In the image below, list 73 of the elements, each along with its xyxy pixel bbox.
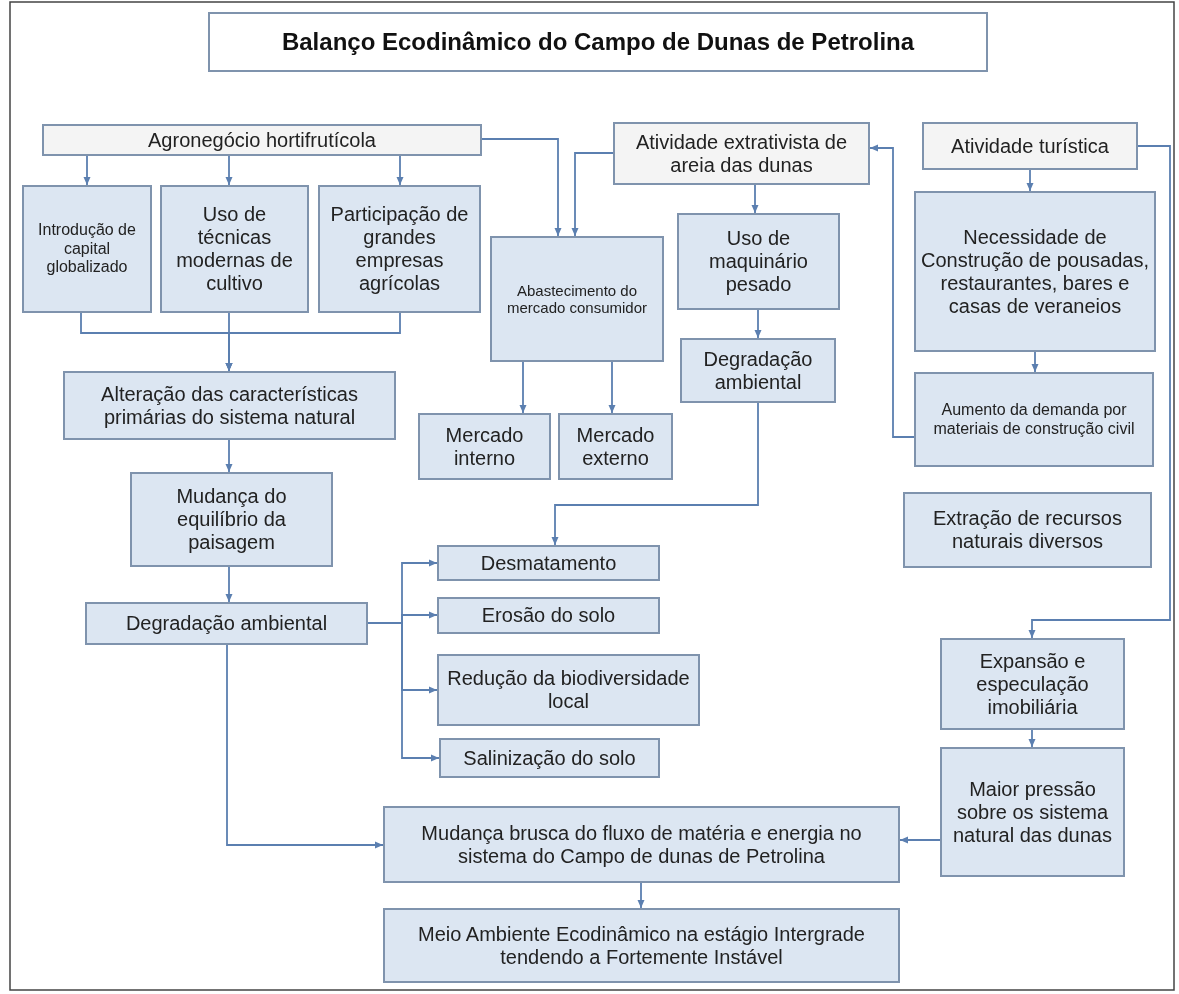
box-text: Agronegócio hortifrutícola	[148, 128, 376, 152]
box-text: Participação de grandes empresas agrícolas	[329, 203, 470, 295]
box-text: Alteração das características primárias do sistema natural	[100, 382, 359, 429]
box-text: Mudança brusca do fluxo de matéria e energia no sistema do Campo de dunas de Petrolina	[420, 821, 863, 868]
box-text: Atividade turística	[951, 134, 1109, 158]
process-box	[940, 747, 1125, 877]
box-text: Mudança do equilíbrio da paisagem	[175, 485, 288, 554]
arrow	[1028, 145, 1171, 639]
process-box	[85, 602, 368, 645]
arrow	[869, 144, 915, 438]
box-text: Uso de técnicas modernas de cultivo	[175, 203, 294, 295]
box-text: Desmatamento	[480, 551, 617, 575]
box-text: Atividade extrativista de areia das dunas	[634, 130, 849, 177]
box-text: Meio Ambiente Ecodinâmico na estágio Intergrade tendendo a Fortemente Instável	[417, 922, 866, 969]
process-box	[914, 191, 1156, 352]
box-text: Mercado interno	[444, 423, 525, 470]
box-text: Extração de recursos naturais diversos	[932, 507, 1123, 553]
box-text: Redução da biodiversidade local	[446, 667, 691, 713]
process-box	[130, 472, 333, 567]
box-text: Maior pressão sobre os sistema natural das dunas	[952, 777, 1113, 847]
arrow	[1028, 729, 1036, 748]
arrow	[899, 836, 941, 844]
process-box	[613, 122, 870, 185]
process-box	[63, 371, 396, 440]
box-text: Mercado externo	[575, 423, 656, 470]
process-box	[940, 638, 1125, 730]
process-box	[418, 413, 551, 480]
box-text: Necessidade de Construção de pousadas, restaurantes, bares e casas de veraneios	[920, 225, 1150, 318]
arrow	[1026, 169, 1034, 192]
arrow	[83, 155, 91, 186]
arrow	[608, 361, 616, 414]
process-box	[437, 545, 660, 581]
process-box	[680, 338, 836, 403]
box-text: Expansão e especulação imobiliária	[975, 649, 1090, 719]
process-box	[42, 124, 482, 156]
arrow	[396, 155, 404, 186]
process-box	[437, 654, 700, 726]
process-box	[558, 413, 673, 480]
process-box	[439, 738, 660, 778]
arrow	[1031, 351, 1039, 373]
arrow	[519, 361, 527, 414]
process-box	[318, 185, 481, 313]
process-box	[914, 372, 1154, 467]
box-text: Erosão do solo	[481, 604, 616, 627]
process-box	[490, 236, 664, 362]
process-box	[160, 185, 309, 313]
process-box	[22, 185, 152, 313]
arrow	[637, 882, 645, 909]
arrow	[551, 402, 759, 546]
box-text: Salinização do solo	[463, 746, 636, 770]
process-box	[922, 122, 1138, 170]
process-box	[383, 908, 900, 983]
arrow	[225, 155, 233, 186]
box-text: Introdução de capital globalizado	[37, 221, 137, 277]
box-text: Degradação ambiental	[125, 612, 328, 635]
arrow	[225, 312, 401, 372]
title: Balanço Ecodinâmico do Campo de Dunas de Petrolina	[208, 12, 988, 72]
arrow	[225, 439, 233, 473]
process-box	[677, 213, 840, 310]
arrow	[226, 644, 384, 849]
box-text: Aumento da demanda por materiais de construção civil	[932, 401, 1136, 438]
process-box	[383, 806, 900, 883]
arrow	[571, 152, 614, 237]
arrow	[481, 138, 562, 237]
arrow	[225, 566, 233, 603]
box-text: Abastecimento do mercado consumidor	[505, 281, 649, 317]
arrow	[367, 622, 440, 762]
arrow	[751, 184, 759, 214]
box-text: Degradação ambiental	[702, 347, 814, 394]
process-box	[903, 492, 1152, 568]
arrow	[754, 309, 762, 339]
box-text: Uso de maquinário pesado	[708, 227, 809, 296]
process-box	[437, 597, 660, 634]
